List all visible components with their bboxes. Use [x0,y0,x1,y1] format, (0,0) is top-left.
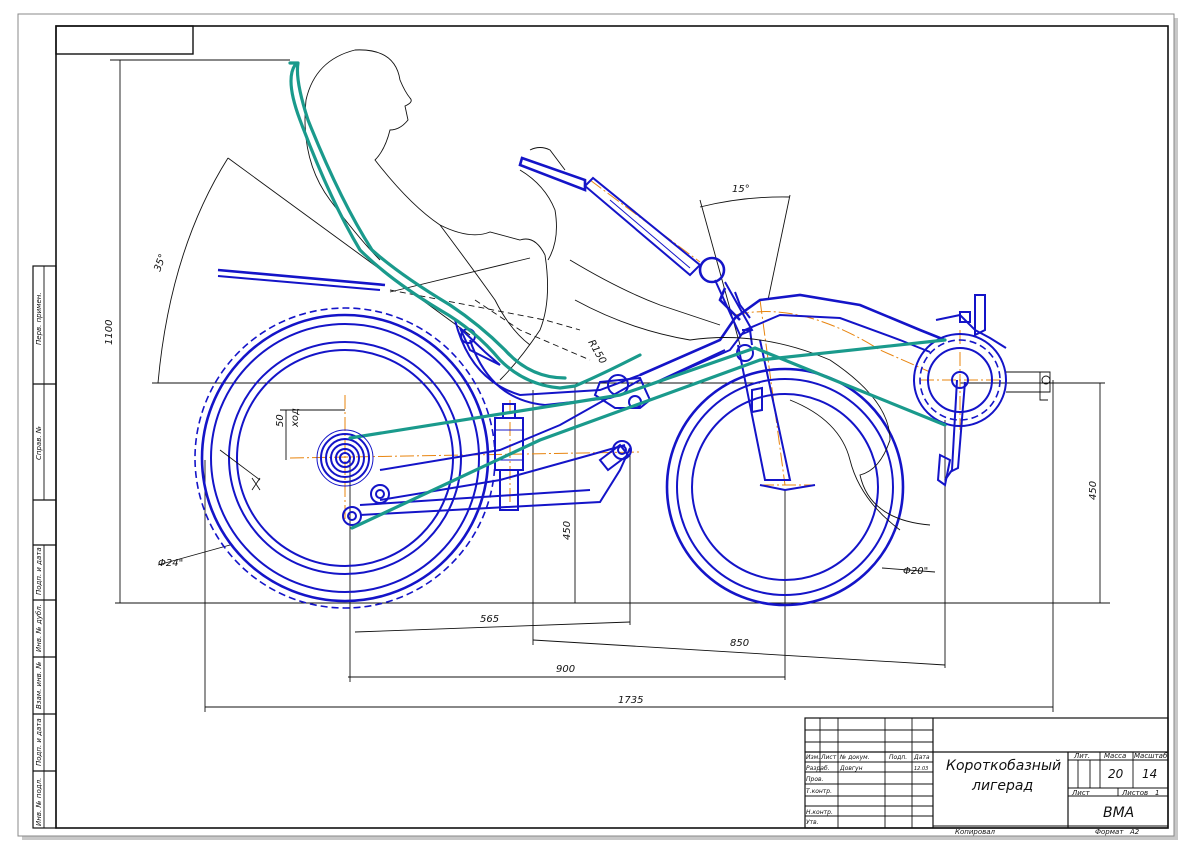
dim-bb-height: 450 [1088,481,1099,500]
dim-height-total: 1100 [104,320,115,345]
tb-izm: Изм. [806,754,820,761]
tb-sheet-label: Лист [1071,789,1091,797]
dim-565: 565 [480,614,499,625]
tb-norm: Н.контр. [806,809,833,816]
tb-sign: Подп. [889,754,907,761]
tb-format-label: Формат [1095,828,1124,836]
tb-developer: Довгун [839,765,863,772]
dimension-labels: 1100 35° 15° R150 50 ход Φ24" Φ20" 450 4… [104,184,1099,706]
cassette [219,429,374,491]
tb-org: ВМА [1103,805,1134,821]
seat-and-chain [288,61,947,530]
dim-850: 850 [730,638,749,649]
drawing-title-line2: лигерад [971,778,1033,794]
dim-angle-fork: 15° [732,184,750,195]
tb-sheets-value: 1 [1155,789,1159,797]
tb-scale-value: 14 [1142,767,1157,781]
strip-label-1: Перв. примен. [35,292,43,345]
tb-date: Дата [913,754,930,761]
tb-mass-value: 20 [1108,767,1124,781]
tb-copied: Копировал [955,828,996,836]
strip-label-3: Подп. и дата [35,547,43,595]
tb-checked: Пров. [806,776,824,783]
dim-1735: 1735 [618,695,643,706]
side-strip: Перв. примен. Справ. № Подп. и дата Инв.… [32,265,57,829]
tb-scale-label: Масштаб [1134,752,1168,760]
dim-travel: 50 [275,414,286,427]
dim-travel-label: ход [290,408,301,428]
rear-wheel [194,307,496,609]
tb-date-value: 12.03 [914,766,928,772]
tb-docno: № докум. [839,754,870,761]
tb-format-value: А2 [1129,828,1140,836]
strip-label-7: Инв. № подл. [35,778,43,826]
tb-list: Лист [820,754,837,761]
tb-tech: Т.контр. [806,788,832,795]
sheet [17,13,1175,837]
title-block: Изм. Лист № докум. Подп. Дата Разраб. До… [804,717,1169,836]
tb-developed: Разраб. [806,765,830,772]
tb-sheets-label: Листов [1121,789,1148,797]
tb-lit-label: Лит. [1073,752,1090,760]
dim-rear-wheel: Φ24" [158,558,183,569]
drawing-title-line1: Короткобазный [946,758,1061,774]
dim-seat-height: 450 [562,521,573,540]
strip-label-2: Справ. № [35,426,43,460]
dim-front-wheel: Φ20" [903,566,928,577]
corner-box [55,25,194,55]
tb-mass-label: Масса [1104,752,1126,760]
tb-approved: Утв. [806,819,819,826]
dim-900: 900 [556,664,575,675]
chainring [913,294,1051,487]
strip-label-5: Взам. инв. № [35,661,43,709]
front-wheel [665,367,905,607]
strip-label-6: Подп. и дата [35,718,43,766]
strip-label-4: Инв. № дубл. [35,604,43,652]
